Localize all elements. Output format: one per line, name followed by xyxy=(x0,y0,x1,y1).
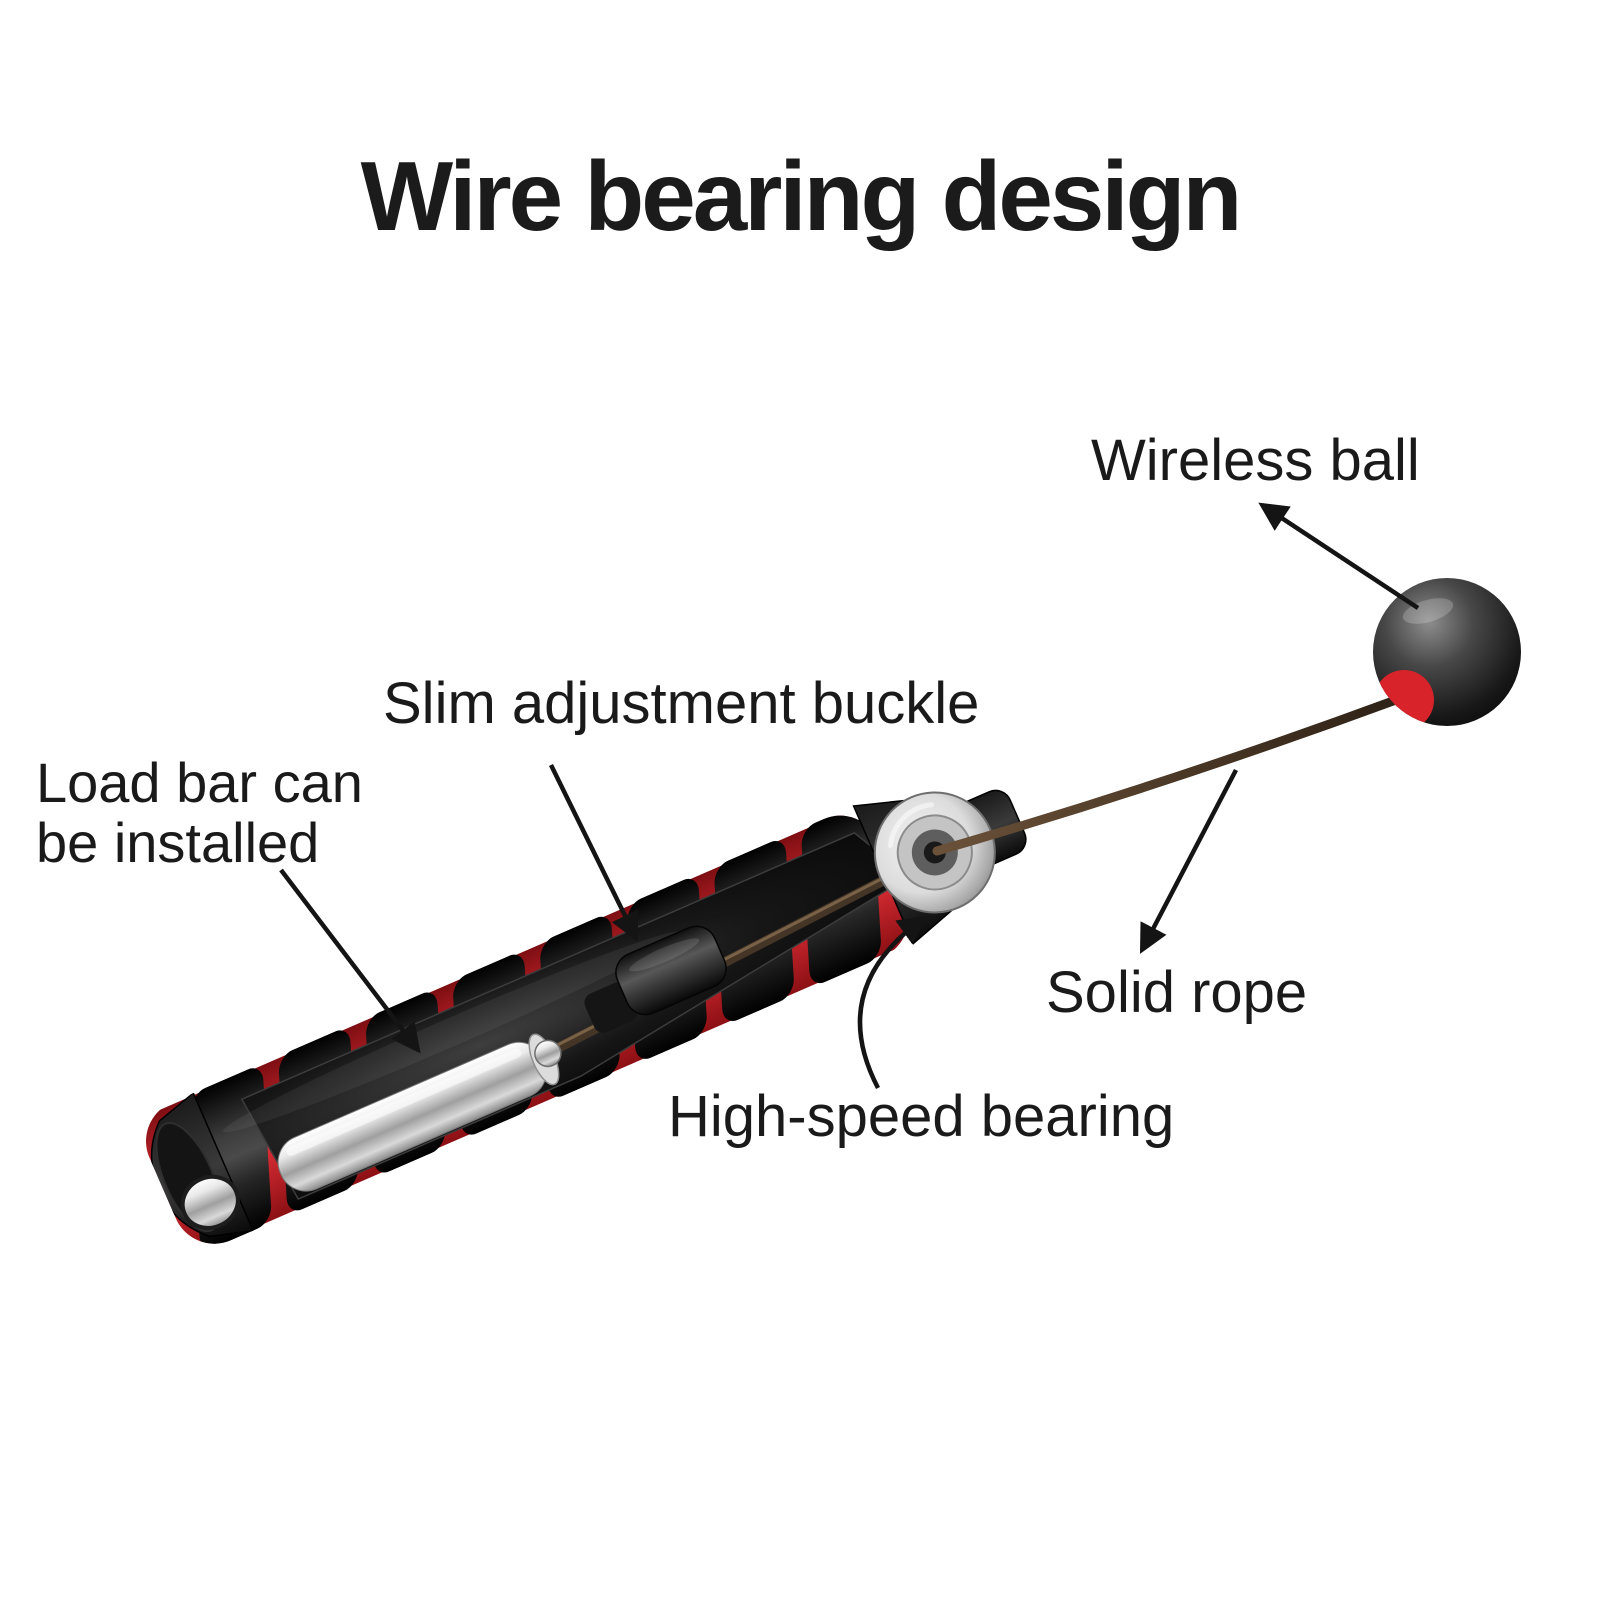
wireless-ball-arrow xyxy=(1258,502,1420,610)
high-speed-bearing-label: High-speed bearing xyxy=(668,1084,1175,1149)
solid-rope-arrow xyxy=(1139,768,1238,954)
wireless-ball-label: Wireless ball xyxy=(1091,428,1420,493)
load-bar-end xyxy=(180,1174,240,1230)
page-title: Wire bearing design xyxy=(360,141,1243,251)
jump-rope-handle xyxy=(133,789,1027,1256)
slim-adjustment-buckle-label: Slim adjustment buckle xyxy=(383,671,980,736)
adjustment-buckle xyxy=(584,925,727,1033)
wireless-ball xyxy=(1373,578,1521,726)
load-bar-label: Load bar can be installed xyxy=(36,751,363,874)
handle-end-cap xyxy=(150,1091,255,1238)
slim-adjustment-buckle-arrow xyxy=(548,764,639,942)
solid-rope xyxy=(932,689,1417,856)
high-speed-bearing-arrow xyxy=(857,915,928,1090)
load-bar-arrow xyxy=(279,868,421,1054)
solid-rope-label: Solid rope xyxy=(1046,960,1308,1025)
